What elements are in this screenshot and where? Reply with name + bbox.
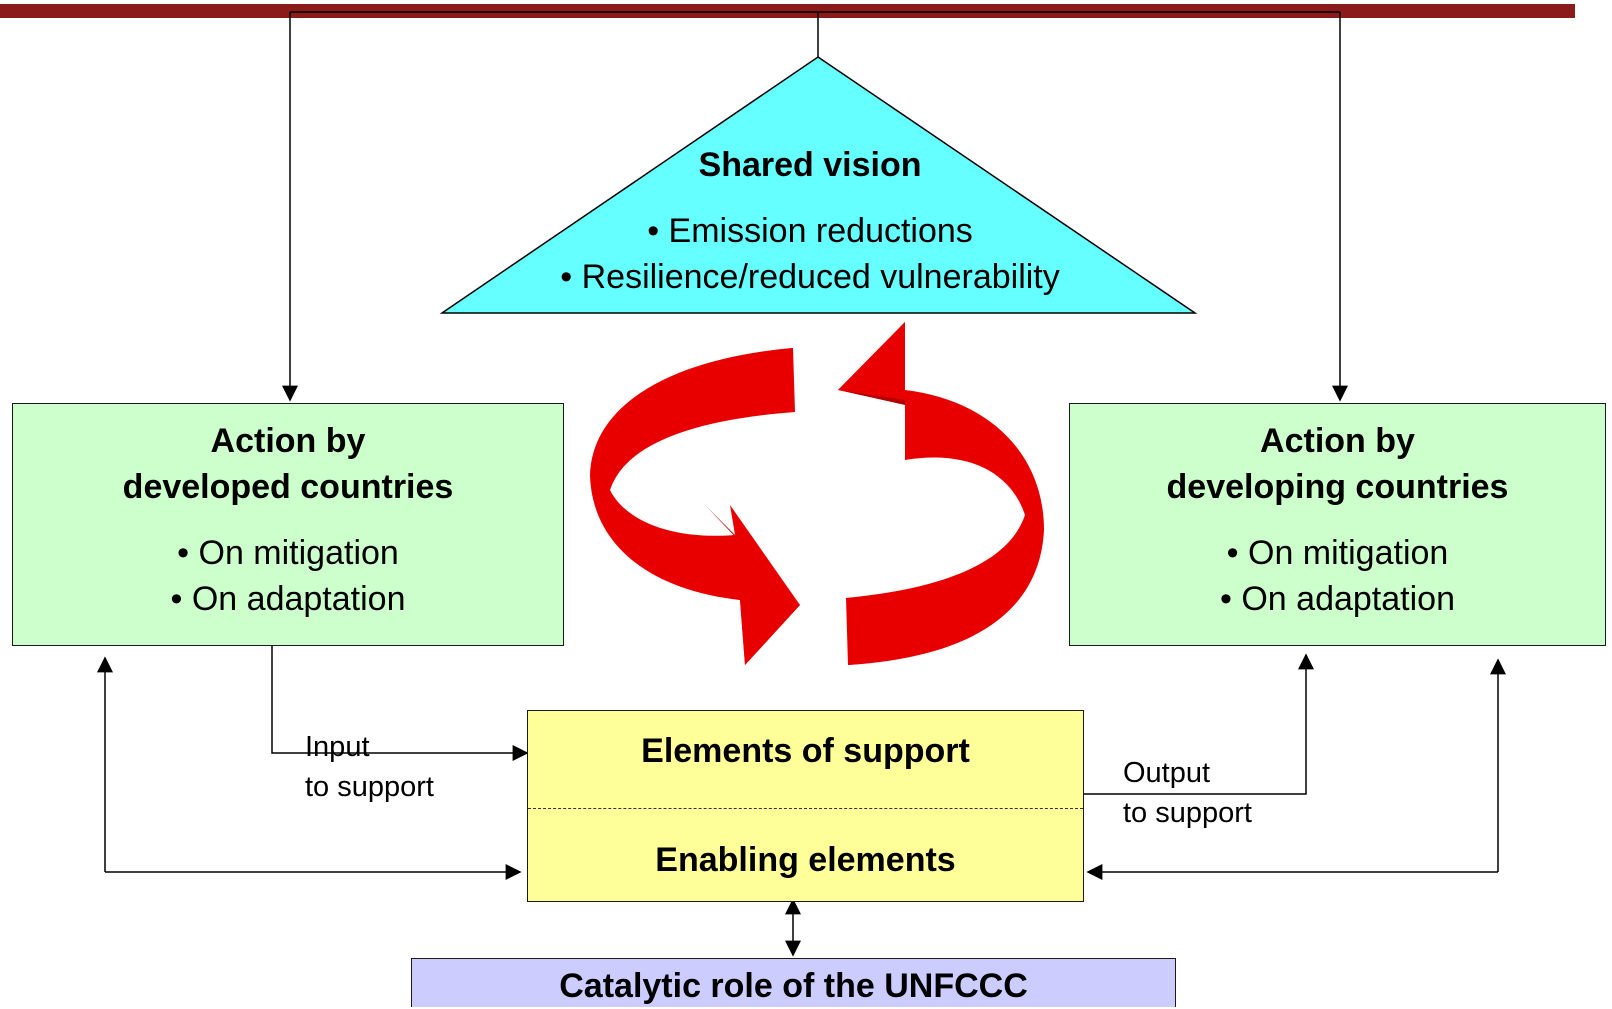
support-divider — [528, 808, 1083, 809]
shared-vision-triangle — [439, 56, 1198, 314]
cycle-arrow-left-face — [590, 348, 800, 665]
developing-bullet-mitigation: • On mitigation — [1226, 534, 1449, 572]
developed-bullet-adaptation: • On adaptation — [170, 580, 406, 618]
output-to-support-label: Output to support — [1123, 753, 1252, 833]
developing-title-line2: developing countries — [1166, 468, 1509, 506]
top-bar — [0, 4, 1575, 18]
shared-vision-text: Shared vision • Emission reductions • Re… — [440, 142, 1180, 300]
support-box: Elements of support Enabling elements — [527, 710, 1084, 902]
elements-of-support-title: Elements of support — [641, 732, 970, 770]
enabling-elements-title: Enabling elements — [655, 841, 956, 879]
developing-bullet-adaptation: • On adaptation — [1220, 580, 1455, 618]
output-label-line1: Output — [1123, 757, 1211, 789]
top-connectors — [282, 11, 1348, 402]
input-to-support-label: Input to support — [305, 727, 434, 807]
shared-vision-bullet-1: • Emission reductions — [647, 212, 973, 250]
developed-countries-box: Action by developed countries • On mitig… — [12, 403, 564, 646]
developing-title-line1: Action by — [1260, 422, 1415, 460]
cycle-arrow-right-face — [838, 322, 1044, 665]
cycle-arrows — [590, 322, 1044, 665]
developed-title-line2: developed countries — [122, 468, 454, 506]
developing-connectors — [1083, 653, 1506, 880]
developed-title-line1: Action by — [210, 422, 366, 460]
developing-countries-box: Action by developing countries • On miti… — [1069, 403, 1606, 646]
input-label-line1: Input — [305, 731, 370, 763]
unfccc-title: Catalytic role of the UNFCCC — [559, 967, 1028, 1005]
developed-bullet-mitigation: • On mitigation — [177, 534, 399, 572]
input-label-line2: to support — [305, 771, 434, 803]
shared-vision-bullet-2: • Resilience/reduced vulnerability — [560, 258, 1060, 296]
developed-connectors — [97, 646, 529, 880]
unfccc-box: Catalytic role of the UNFCCC — [411, 958, 1176, 1007]
shared-vision-title: Shared vision — [698, 146, 922, 184]
output-label-line2: to support — [1123, 797, 1252, 829]
